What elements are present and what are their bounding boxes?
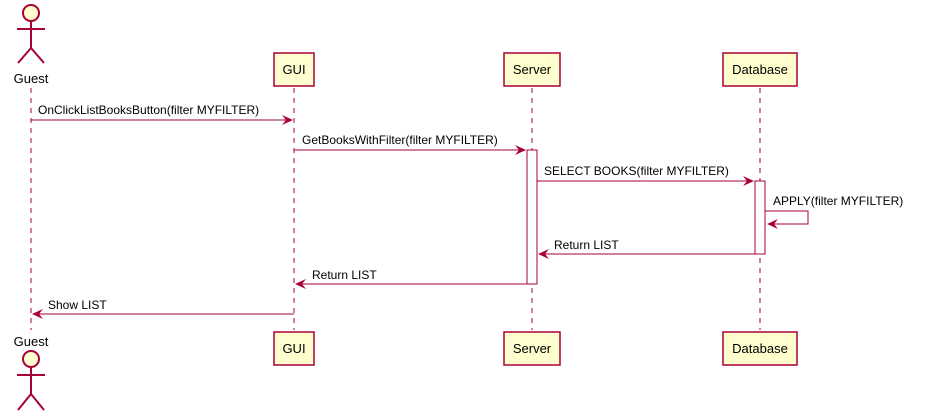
participant-gui-bottom: GUI [273, 331, 315, 366]
arrowhead-icon [282, 115, 293, 125]
participant-database-top: Database [722, 52, 798, 87]
message-get-books-with-filter: GetBooksWithFilter(filter MYFILTER) [294, 133, 526, 155]
message-label: APPLY(filter MYFILTER) [773, 194, 903, 208]
actor-guest-bottom: Guest [14, 334, 49, 411]
arrowhead-icon [295, 279, 306, 289]
participant-label: Server [513, 62, 552, 77]
actor-figure-icon [17, 4, 45, 64]
arrowhead-icon [767, 219, 778, 229]
message-label: Return LIST [554, 238, 619, 252]
message-return-list-database: Return LIST [538, 238, 755, 259]
participant-label: GUI [282, 62, 305, 77]
participant-label: GUI [282, 341, 305, 356]
participant-label: Database [732, 341, 788, 356]
actor-name: Guest [14, 334, 49, 349]
message-select-books: SELECT BOOKS(filter MYFILTER) [537, 164, 754, 186]
participant-server-top: Server [503, 52, 561, 87]
actor-name: Guest [14, 71, 49, 86]
message-onclick-list-books: OnClickListBooksButton(filter MYFILTER) [31, 103, 293, 125]
arrowhead-icon [32, 309, 43, 319]
message-label: GetBooksWithFilter(filter MYFILTER) [302, 133, 498, 147]
arrowhead-icon [538, 249, 549, 259]
message-return-list-server: Return LIST [295, 268, 527, 289]
message-label: SELECT BOOKS(filter MYFILTER) [544, 164, 729, 178]
message-label: Show LIST [48, 298, 107, 312]
arrowhead-icon [743, 176, 754, 186]
activation-database [754, 180, 766, 255]
arrowhead-icon [515, 145, 526, 155]
participant-database-bottom: Database [722, 331, 798, 366]
message-apply-self: APPLY(filter MYFILTER) [765, 194, 903, 229]
participant-label: Server [513, 341, 552, 356]
participant-label: Database [732, 62, 788, 77]
message-label: Return LIST [312, 268, 377, 282]
actor-figure-icon [17, 350, 45, 411]
message-show-list: Show LIST [32, 298, 294, 319]
message-label: OnClickListBooksButton(filter MYFILTER) [38, 103, 259, 117]
actor-guest-top: Guest [14, 4, 49, 86]
activation-server [526, 149, 538, 285]
participant-server-bottom: Server [503, 331, 561, 366]
participant-gui-top: GUI [273, 52, 315, 87]
